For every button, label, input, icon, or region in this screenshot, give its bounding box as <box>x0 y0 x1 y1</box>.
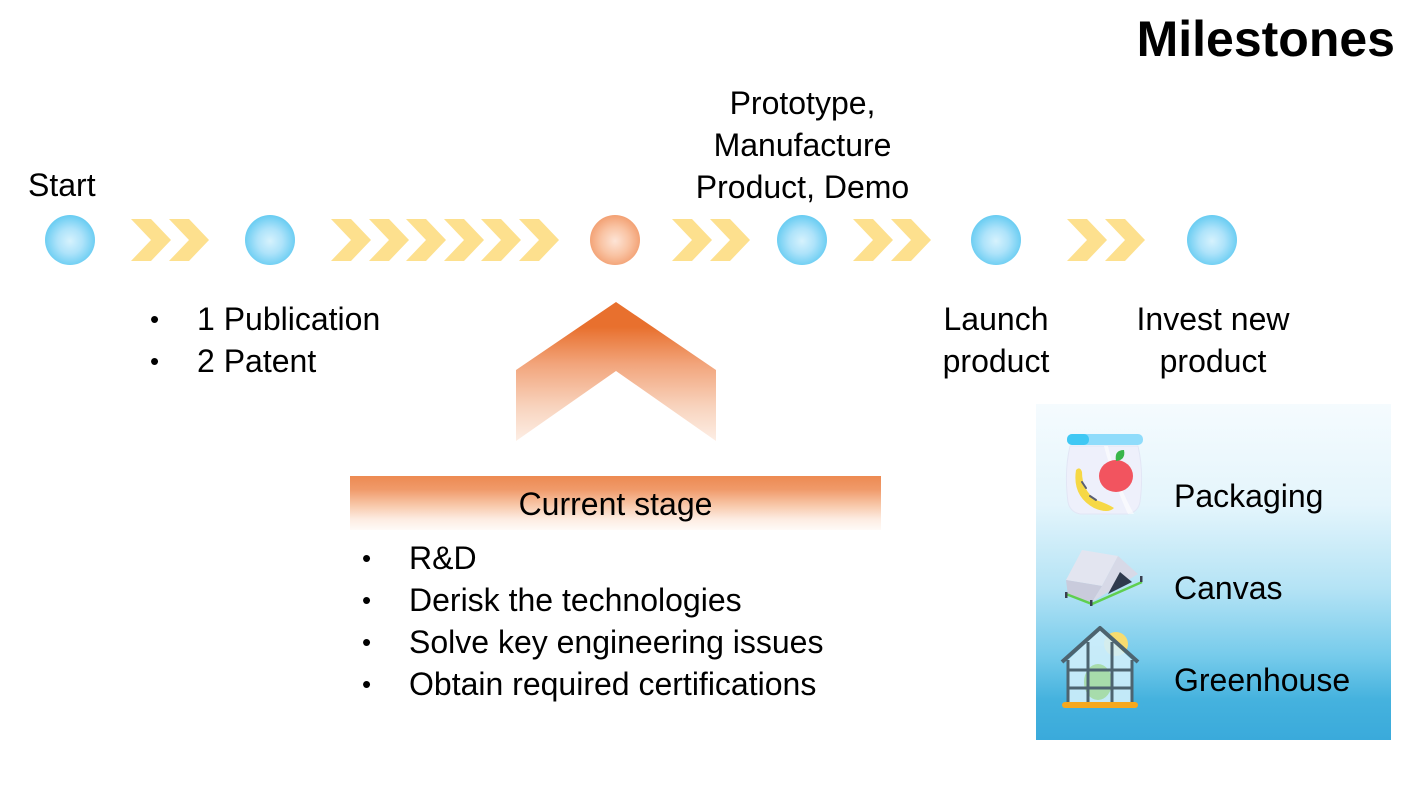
chevron-right-icon <box>406 219 446 261</box>
chevron-right-icon <box>672 219 712 261</box>
current-stage-item: Obtain required certifications <box>358 663 823 705</box>
application-label-packaging: Packaging <box>1174 478 1324 514</box>
chevron-right-icon <box>131 219 171 261</box>
publication-notes: 1 Publication 2 Patent <box>146 298 380 382</box>
milestone-node-start <box>45 215 95 265</box>
application-label-greenhouse: Greenhouse <box>1174 662 1351 698</box>
chevron-right-icon <box>1067 219 1107 261</box>
milestone-node-prototype <box>777 215 827 265</box>
label-line: product <box>942 343 1050 379</box>
chevron-right-icon <box>518 219 559 261</box>
applications-panel: Packaging Canvas Greenhouse <box>1036 404 1391 740</box>
application-label-canvas: Canvas <box>1174 570 1283 606</box>
chevron-right-icon <box>1104 219 1145 261</box>
milestone-label-launch: Launch product <box>926 298 1066 382</box>
current-stage-item: Derisk the technologies <box>358 579 823 621</box>
tent-icon <box>1065 550 1143 606</box>
current-stage-item: Solve key engineering issues <box>358 621 823 663</box>
milestone-label-invest: Invest new product <box>1117 298 1309 382</box>
greenhouse-icon <box>1060 626 1140 708</box>
current-stage-heading: Current stage <box>518 486 713 522</box>
label-line: Manufacture <box>713 127 892 163</box>
current-stage-list: R&D Derisk the technologies Solve key en… <box>358 537 823 705</box>
chevron-right-icon <box>331 219 371 261</box>
label-line: product <box>1159 343 1267 379</box>
label-line: Prototype, <box>729 85 876 121</box>
note-item: 1 Publication <box>146 298 380 340</box>
page-title: Milestones <box>1136 11 1395 67</box>
note-item: 2 Patent <box>146 340 380 382</box>
current-stage-header: Current stage <box>350 476 881 530</box>
label-line: Launch <box>943 301 1049 337</box>
current-stage-item: R&D <box>358 537 823 579</box>
milestone-label-prototype: Prototype, Manufacture Product, Demo <box>660 82 945 208</box>
food-bag-icon <box>1065 434 1143 515</box>
milestone-label-start: Start <box>28 167 96 203</box>
up-chevron-arrow-icon <box>516 302 716 441</box>
chevron-right-icon <box>168 219 209 261</box>
chevron-right-icon <box>853 219 893 261</box>
label-line: Product, Demo <box>695 169 910 205</box>
chevron-right-icon <box>709 219 750 261</box>
chevron-right-icon <box>481 219 521 261</box>
milestone-node-current <box>590 215 640 265</box>
milestone-node-publications <box>245 215 295 265</box>
milestone-node-launch <box>971 215 1021 265</box>
label-line: Invest new <box>1136 301 1290 337</box>
chevron-right-icon <box>890 219 931 261</box>
chevron-right-icon <box>443 219 484 261</box>
chevron-right-icon <box>368 219 409 261</box>
milestone-node-invest <box>1187 215 1237 265</box>
